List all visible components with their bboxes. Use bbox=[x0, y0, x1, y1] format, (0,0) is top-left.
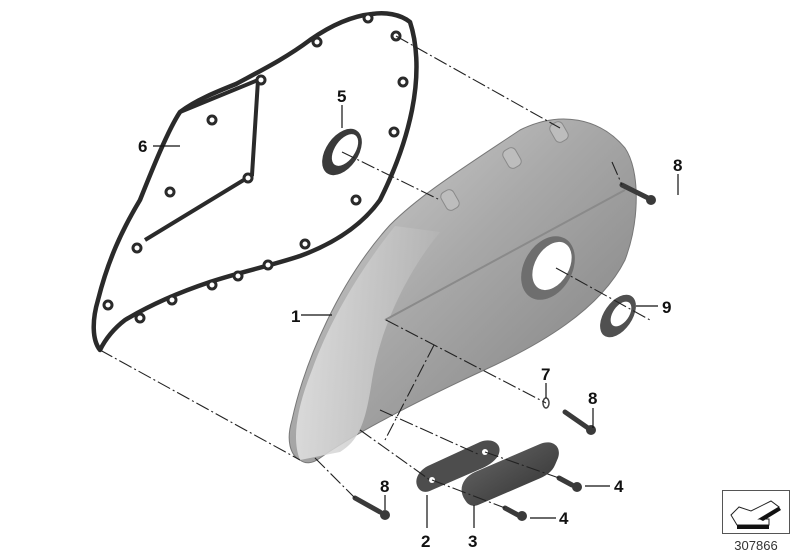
callout-2: 2 bbox=[421, 532, 431, 551]
callout-1: 1 bbox=[291, 307, 301, 326]
callout-3: 3 bbox=[468, 532, 478, 551]
bolt-8-low bbox=[352, 495, 390, 520]
bolts bbox=[352, 182, 656, 521]
badge-plate-part-3 bbox=[461, 442, 559, 506]
diagram-reference-number: 307866 bbox=[734, 538, 778, 553]
leader-lines bbox=[153, 105, 679, 528]
callout-8-mid: 8 bbox=[588, 389, 598, 408]
alignment-lines bbox=[99, 35, 651, 509]
gasket-part-6 bbox=[91, 11, 419, 353]
callout-7: 7 bbox=[541, 365, 551, 384]
orientation-reference-box bbox=[722, 490, 790, 534]
callout-4-lower: 4 bbox=[559, 509, 569, 528]
callout-4-upper: 4 bbox=[614, 477, 624, 496]
seal-ring-part-9 bbox=[600, 294, 636, 338]
bolt-8-mid bbox=[562, 409, 596, 435]
callout-8-top: 8 bbox=[673, 156, 683, 175]
bolt-8-top bbox=[619, 182, 656, 205]
screw-4-lower bbox=[502, 505, 527, 521]
callout-5: 5 bbox=[337, 87, 347, 106]
callout-8-low: 8 bbox=[380, 477, 390, 496]
callout-9: 9 bbox=[662, 298, 672, 317]
screw-4-upper bbox=[556, 475, 582, 492]
cover-part-1 bbox=[288, 118, 637, 464]
direction-arrow-icon bbox=[730, 500, 781, 529]
callout-6: 6 bbox=[138, 137, 148, 156]
